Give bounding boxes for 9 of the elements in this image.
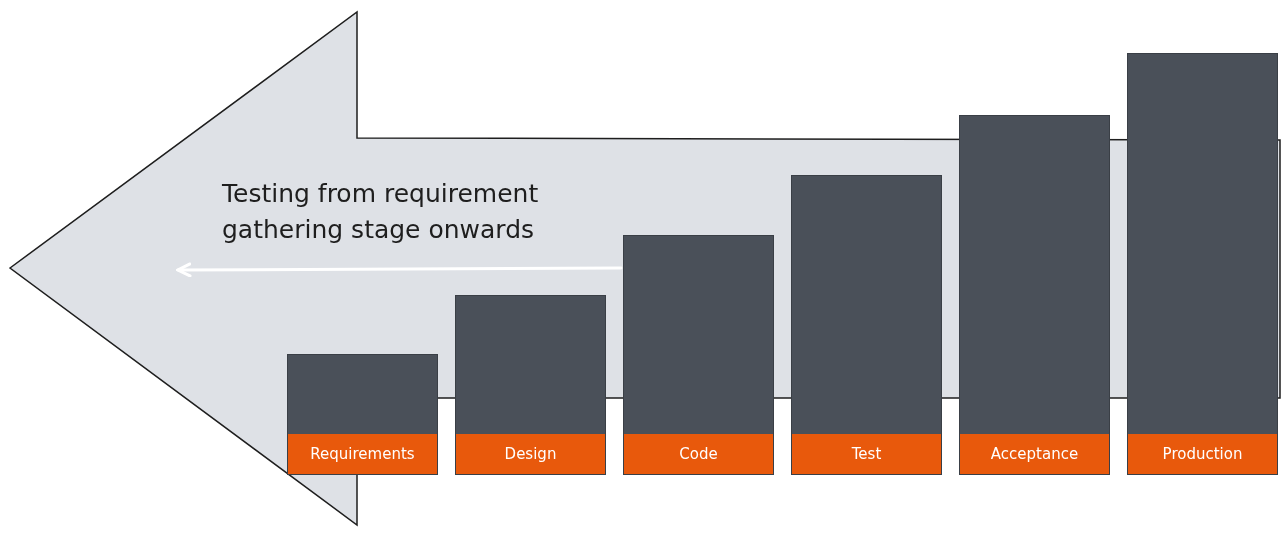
stage-label: Production — [1128, 434, 1277, 474]
arrow — [176, 262, 623, 278]
arrow-caption: Testing from requirement gathering stage onwards — [222, 178, 540, 246]
stage-label: Code — [624, 434, 773, 474]
stage-label: Acceptance — [960, 434, 1109, 474]
stage-label: Requirements — [288, 434, 437, 474]
stage-label: Design — [456, 434, 605, 474]
stage-bar — [287, 354, 438, 475]
stage-label: Test — [792, 434, 941, 474]
